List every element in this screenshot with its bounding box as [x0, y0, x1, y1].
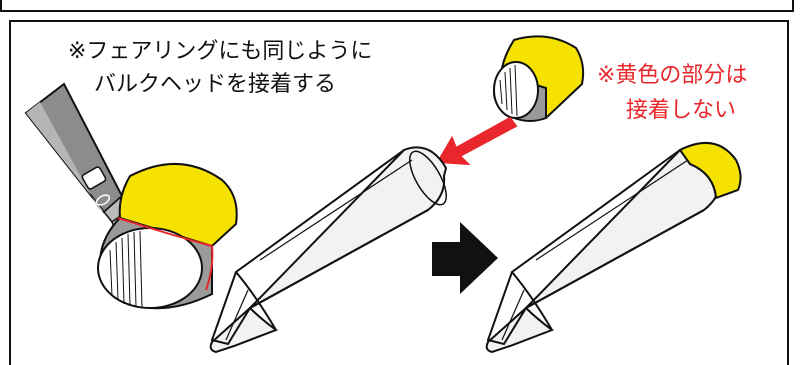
instruction-text-line2: バルクヘッドを接着する	[94, 72, 337, 97]
glue-tube-icon	[24, 82, 128, 234]
red-arrow-icon	[436, 116, 518, 166]
warning-text-line1: ※黄色の部分は	[597, 63, 748, 88]
warning-text-line2: 接着しない	[626, 98, 737, 123]
main-frame	[9, 20, 789, 365]
top-frame	[0, 0, 794, 12]
bulkhead-large	[97, 162, 238, 310]
rocket-right	[485, 142, 742, 354]
black-arrow-icon	[432, 222, 498, 294]
bulkhead-small	[492, 35, 585, 122]
instruction-text-line1: ※フェアリングにも同じように	[68, 39, 373, 64]
rocket-left	[209, 146, 448, 354]
